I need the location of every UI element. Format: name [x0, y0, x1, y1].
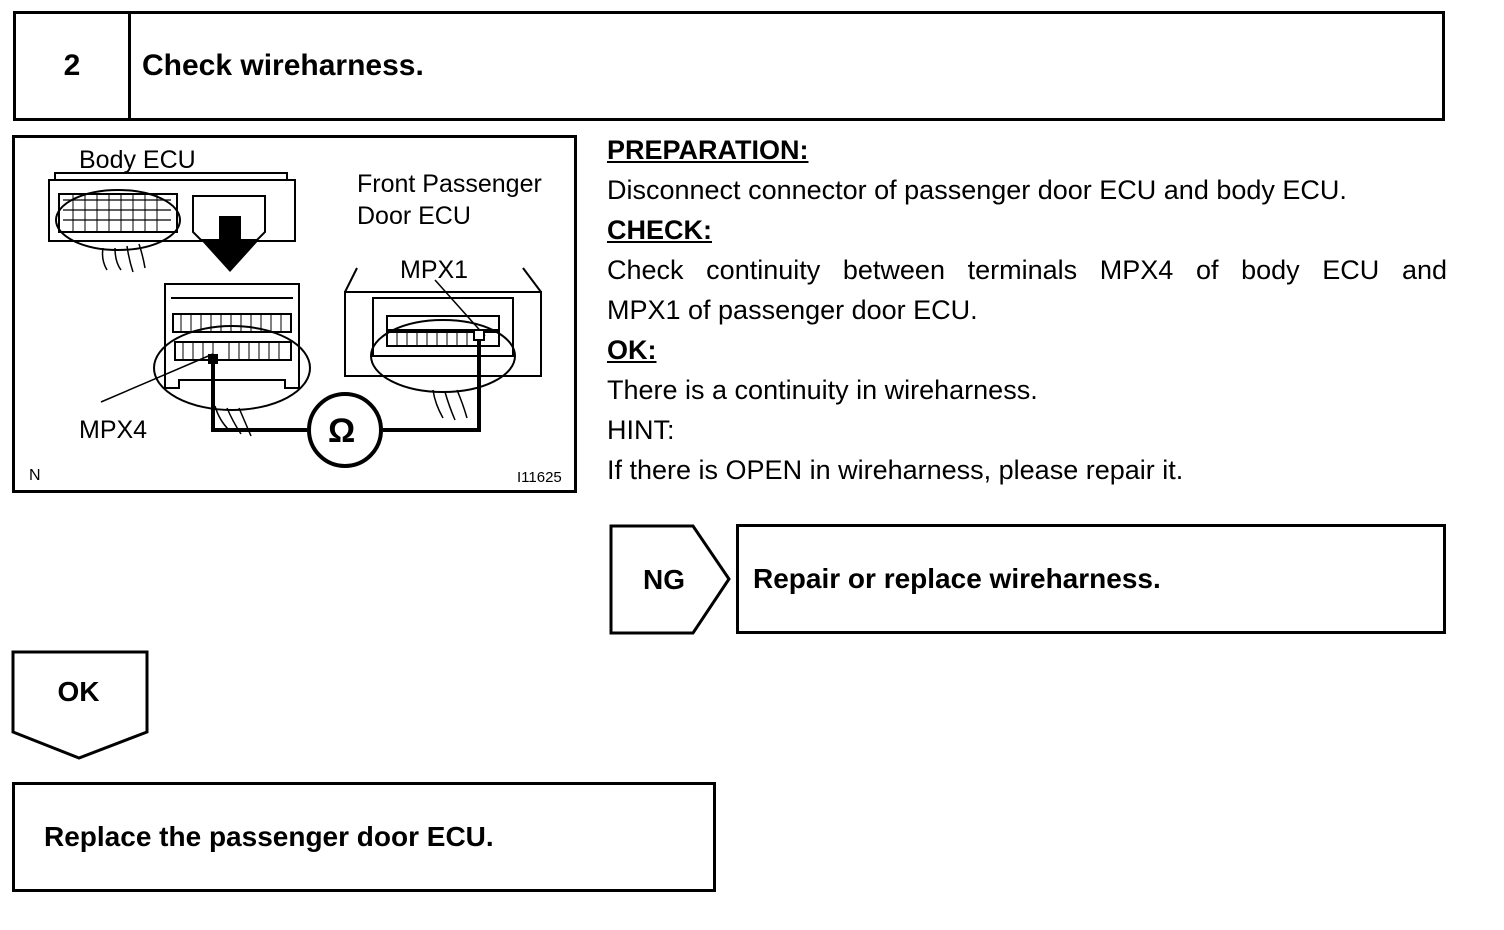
ohmmeter-icon [307, 392, 383, 468]
ok-branch-tag [11, 650, 149, 760]
ohm-symbol: Ω [328, 412, 356, 450]
figure-corner-code: N [29, 467, 41, 484]
front-passenger-label-line2: Door ECU [357, 202, 471, 230]
ok-text: There is a continuity in wireharness. [607, 375, 1038, 405]
passenger-door-ecu-housing [344, 291, 542, 377]
body-ecu-label: Body ECU [79, 146, 196, 174]
step-title: Check wireharness. [142, 49, 424, 82]
figure-id: I11625 [517, 469, 562, 486]
test-lead-left [211, 360, 307, 432]
hint-text: If there is OPEN in wireharness, please … [607, 455, 1184, 485]
ok-heading: OK: [607, 335, 657, 365]
insert-arrow [201, 216, 259, 272]
step-number: 2 [16, 14, 131, 118]
check-text-line2: MPX1 of passenger door ECU. [607, 295, 978, 325]
passenger-door-connector [372, 297, 514, 357]
mpx4-label: MPX4 [79, 416, 148, 444]
hint-heading: HINT: [607, 415, 675, 445]
preparation-text: Disconnect connector of passenger door E… [607, 175, 1347, 205]
check-heading: CHECK: [607, 215, 712, 245]
step-header: 2 Check wireharness. [13, 11, 1445, 121]
body-ecu-connector-left [58, 193, 178, 233]
check-text-line1: Check continuity between terminals MPX4 … [607, 255, 1447, 285]
body-connector-plug [164, 283, 300, 389]
ok-label: OK [57, 676, 100, 707]
ng-action-box: Repair or replace wireharness. [736, 524, 1446, 634]
front-passenger-label-line1: Front Passenger [357, 170, 542, 198]
ok-action-text: Replace the passenger door ECU. [44, 821, 494, 852]
body-ecu-housing [48, 179, 296, 242]
wiring-diagram-figure: Body ECU Front Passenger Door ECU MPX1 M… [12, 135, 577, 493]
mpx1-label: MPX1 [400, 256, 469, 284]
ng-label: NG [643, 563, 685, 595]
procedure-text: PREPARATION: Disconnect connector of pas… [607, 130, 1447, 490]
ok-action-box: Replace the passenger door ECU. [12, 782, 716, 892]
connector-illustration [48, 172, 542, 468]
test-lead-right [383, 334, 481, 432]
ng-branch-tag [609, 524, 731, 635]
preparation-heading: PREPARATION: [607, 135, 809, 165]
ng-action-text: Repair or replace wireharness. [753, 563, 1161, 594]
